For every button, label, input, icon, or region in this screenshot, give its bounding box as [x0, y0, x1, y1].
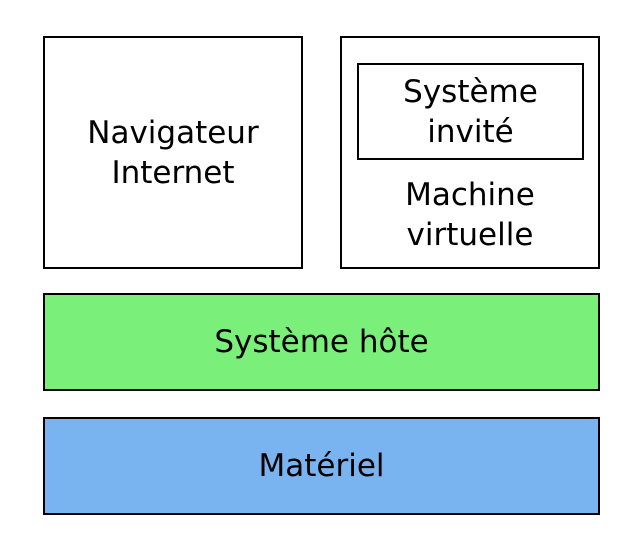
guest-system-label: Système invité	[403, 73, 538, 150]
hardware-box: Matériel	[43, 417, 600, 515]
virtual-machine-label: Machine virtuelle	[405, 177, 535, 253]
virtual-machine-box	[340, 36, 600, 269]
hardware-label: Matériel	[258, 448, 385, 484]
virtual-machine-label-area: Machine virtuelle	[340, 173, 600, 257]
host-system-label: Système hôte	[214, 324, 429, 360]
guest-system-box: Système invité	[357, 63, 584, 160]
browser-box: Navigateur Internet	[43, 36, 303, 269]
browser-label: Navigateur Internet	[87, 114, 259, 191]
host-system-box: Système hôte	[43, 293, 600, 391]
